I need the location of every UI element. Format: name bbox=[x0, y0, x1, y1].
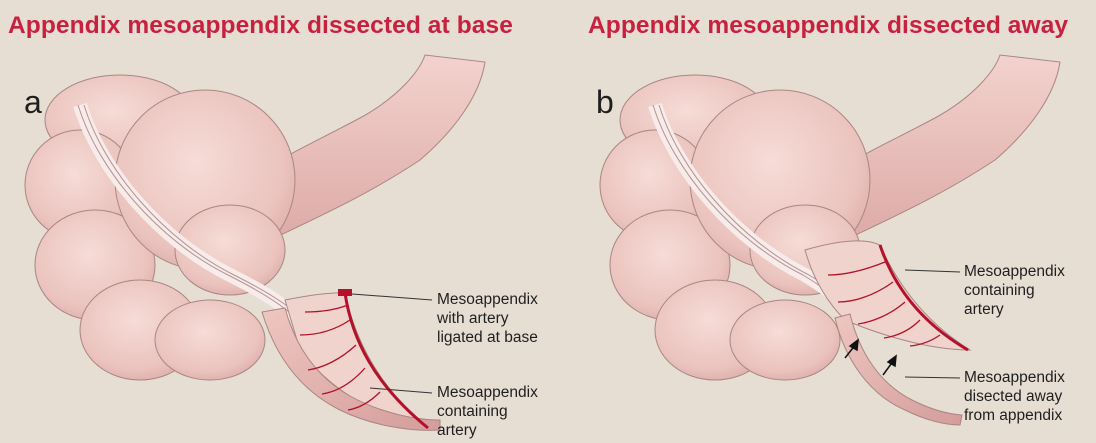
panel-a-drawing bbox=[25, 55, 485, 430]
label-line: artery bbox=[437, 421, 587, 440]
label-line: Mesoappendix bbox=[964, 368, 1096, 387]
label-line: Mesoappendix bbox=[437, 383, 587, 402]
label-line: artery bbox=[964, 300, 1096, 319]
label-line: containing bbox=[437, 402, 587, 421]
label-line: containing bbox=[964, 281, 1096, 300]
label-b-dissected-away: Mesoappendix disected away from appendix bbox=[964, 368, 1096, 425]
label-line: disected away bbox=[964, 387, 1096, 406]
label-line: with artery bbox=[437, 309, 587, 328]
label-b-containing-artery: Mesoappendix containing artery bbox=[964, 262, 1096, 319]
label-line: Mesoappendix bbox=[964, 262, 1096, 281]
label-line: Mesoappendix bbox=[437, 290, 587, 309]
label-a-containing-artery: Mesoappendix containing artery bbox=[437, 383, 587, 440]
label-line: from appendix bbox=[964, 406, 1096, 425]
panel-a-letter: a bbox=[24, 84, 42, 121]
panel-b-letter: b bbox=[596, 84, 614, 121]
label-a-ligated: Mesoappendix with artery ligated at base bbox=[437, 290, 587, 347]
label-line: ligated at base bbox=[437, 328, 587, 347]
